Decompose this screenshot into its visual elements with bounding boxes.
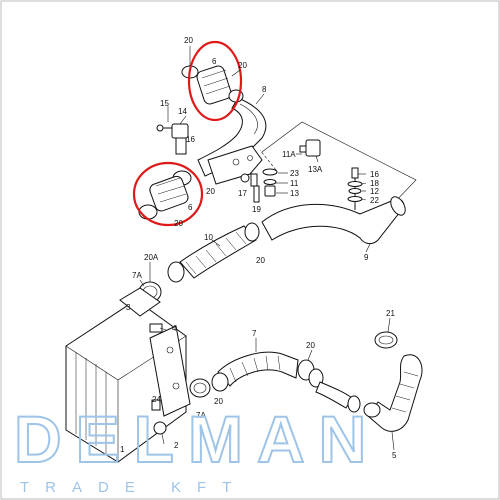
callout-12: 12	[370, 187, 379, 196]
callout-20: 20	[174, 219, 183, 228]
leader-lines	[139, 46, 395, 451]
callout-labels: 20 6 20 8 15 14 16 20 6 20 11A 13A 23 11…	[120, 36, 397, 460]
callout-11a: 11A	[282, 150, 296, 159]
callout-4: 4	[172, 324, 177, 333]
callout-18: 18	[370, 179, 379, 188]
part-24-2-fixings	[151, 399, 167, 435]
callout-17: 17	[238, 189, 247, 198]
clamp-7a-lower	[189, 378, 211, 398]
callout-21: 21	[386, 309, 395, 318]
callout-10: 10	[204, 233, 213, 242]
highlight-lower-coupling	[132, 161, 204, 227]
part-4-bolt	[149, 323, 163, 333]
part-6-lower-coupling	[138, 170, 192, 220]
callout-16: 16	[370, 170, 379, 179]
highlight-upper-coupling	[187, 40, 243, 122]
callout-20: 20	[184, 36, 193, 45]
part-7-hose	[211, 351, 299, 392]
bracket-plate	[207, 145, 263, 185]
part-10-hose	[167, 222, 260, 283]
callout-14: 14	[178, 107, 187, 116]
callout-3: 3	[126, 303, 131, 312]
callout-7a: 7A	[132, 271, 142, 280]
part-9-pipe	[261, 196, 406, 245]
callout-7a: 7A	[196, 411, 206, 420]
callout-5: 5	[392, 451, 397, 460]
callout-6: 6	[188, 203, 193, 212]
callout-20: 20	[238, 61, 247, 70]
part-14-sensor	[156, 123, 189, 155]
callout-6: 6	[212, 57, 217, 66]
watermark-sub: TRADE KFT	[20, 479, 247, 496]
callout-20: 20	[206, 187, 215, 196]
callout-1: 1	[120, 445, 125, 454]
callout-16: 16	[186, 135, 195, 144]
clamp-21	[374, 331, 398, 349]
callout-20: 20	[256, 256, 265, 265]
watermark-main: DELMAN	[14, 402, 380, 476]
callout-11: 11	[290, 179, 299, 188]
part-8-upper-pipe	[197, 97, 267, 177]
callout-22: 22	[370, 196, 379, 205]
callout-20: 20	[214, 397, 223, 406]
callout-15: 15	[160, 99, 169, 108]
callout-9: 9	[364, 253, 369, 262]
part-3-bracket	[149, 325, 191, 417]
bolt-stack	[347, 167, 363, 210]
callout-13: 13	[290, 189, 299, 198]
callout-20: 20	[306, 341, 315, 350]
watermark: DELMAN TRADE KFT	[13, 401, 380, 496]
callout-8: 8	[262, 85, 267, 94]
part-13a-sensor	[299, 139, 321, 157]
callout-23: 23	[290, 169, 299, 178]
callout-13a: 13A	[308, 165, 323, 174]
clamp-20-mid	[297, 359, 361, 413]
small-parts-column	[240, 168, 278, 203]
callout-24: 24	[152, 395, 161, 404]
callout-20a: 20A	[144, 253, 159, 262]
callout-7: 7	[252, 329, 257, 338]
callout-19: 19	[252, 205, 261, 214]
callout-2: 2	[174, 441, 179, 450]
part-5-hose	[363, 354, 423, 432]
